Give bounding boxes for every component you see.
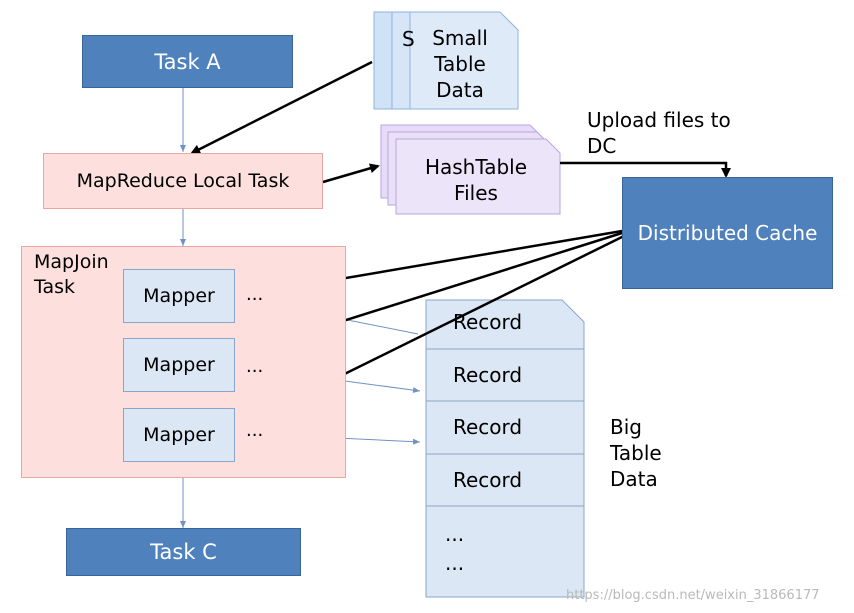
mapjoin-task-label: MapJoin Task [34,250,109,300]
task-c-box: Task C [66,528,301,576]
task-c-label: Task C [150,540,217,564]
record-ellipsis-1: ... [445,522,465,546]
record-label-1: Record [453,310,523,334]
small-table-line-3: Data [436,78,484,102]
hashtable-line-2: Files [454,181,498,205]
small-table-stack [373,11,519,110]
mapper-label: Mapper [143,285,215,307]
task-a-box: Task A [82,35,293,88]
record-label-3: Record [453,415,523,439]
big-table-label: Big Table Data [610,414,662,492]
distributed-cache-box: Distributed Cache [622,177,833,289]
mapreduce-local-task-box: MapReduce Local Task [43,153,323,209]
mapper-label: Mapper [143,424,215,446]
mapper-box-1: Mapper [123,269,235,323]
small-table-line-1: Small [432,26,488,50]
small-table-peek-label: S [402,27,415,51]
distributed-cache-label: Distributed Cache [637,221,818,245]
upload-label: Upload files to DC [587,107,767,159]
mapper-box-3: Mapper [123,408,235,462]
mapreduce-local-task-label: MapReduce Local Task [76,170,290,192]
task-a-label: Task A [154,49,221,74]
record-label-4: Record [453,468,523,492]
mapper-dots-2: ... [246,356,264,377]
hashtable-line-1: HashTable [424,155,528,179]
mapper-label: Mapper [143,354,215,376]
hashtable-stack [380,124,561,215]
mapper-box-2: Mapper [123,338,235,392]
small-table-line-2: Table [434,52,486,76]
big-table-line-3: Data [610,467,658,491]
mapper-dots-3: ... [246,420,264,441]
upload-line-2: DC [587,134,617,158]
mapper-dots-1: ... [246,284,264,305]
mapjoin-line-2: Task [34,276,76,298]
hashtable-files-label: HashTable Files [396,150,556,210]
big-table-stack [425,299,585,598]
record-label-2: Record [453,363,523,387]
watermark-text: https://blog.csdn.net/weixin_31866177 [566,588,820,603]
big-table-line-2: Table [610,441,662,465]
record-ellipsis-2: ... [445,551,465,575]
big-table-line-1: Big [610,415,642,439]
small-table-label: Small Table Data [410,22,510,106]
upload-line-1: Upload files to [587,108,731,132]
mapjoin-line-1: MapJoin [34,251,109,273]
